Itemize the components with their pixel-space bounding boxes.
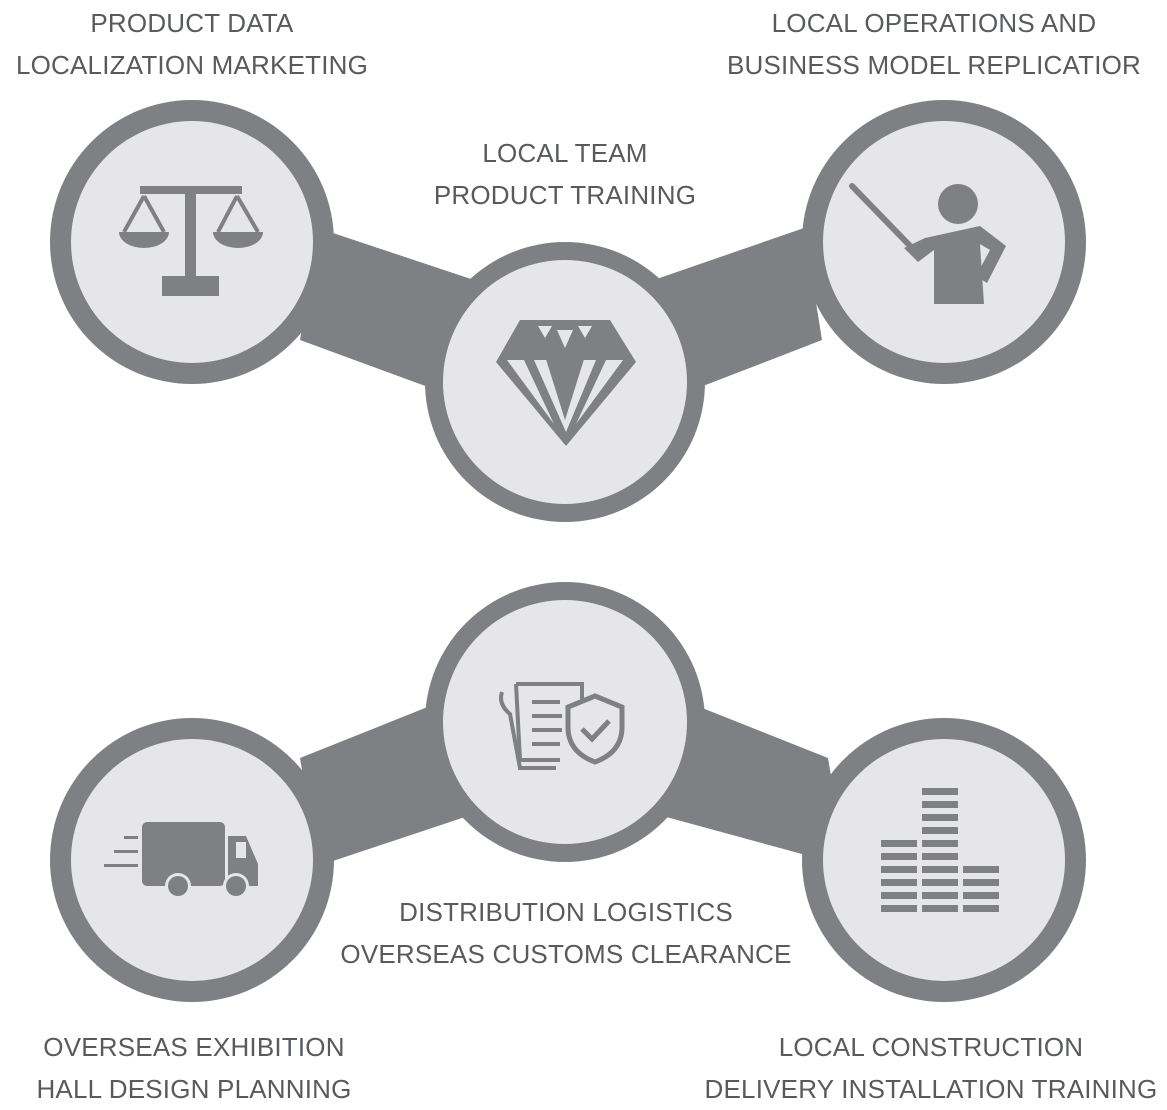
label-local-operations: LOCAL OPERATIONS AND BUSINESS MODEL REPL… <box>722 2 1146 86</box>
label-local-construction: LOCAL CONSTRUCTION DELIVERY INSTALLATION… <box>696 1026 1166 1110</box>
label-line: OVERSEAS EXHIBITION <box>43 1032 345 1062</box>
node-bottom-center <box>425 582 705 862</box>
label-line: DELIVERY INSTALLATION TRAINING <box>704 1074 1158 1104</box>
label-overseas-exhibition: OVERSEAS EXHIBITION HALL DESIGN PLANNING <box>12 1026 376 1110</box>
label-line: PRODUCT DATA <box>90 8 294 38</box>
label-line: BUSINESS MODEL REPLICATIOR <box>726 50 1142 80</box>
balance-scale-icon <box>119 186 263 296</box>
label-line: DISTRIBUTION LOGISTICS <box>399 897 733 927</box>
presenter-pointer-icon <box>849 183 1006 304</box>
label-line: LOCAL TEAM <box>482 138 648 168</box>
diamond-icon <box>496 320 636 446</box>
label-product-data: PRODUCT DATA LOCALIZATION MARKETING <box>6 2 378 86</box>
label-line: HALL DESIGN PLANNING <box>36 1074 352 1104</box>
label-line: LOCAL CONSTRUCTION <box>778 1032 1084 1062</box>
label-distribution-logistics: DISTRIBUTION LOGISTICS OVERSEAS CUSTOMS … <box>330 891 802 975</box>
document-shield-check-icon <box>499 682 625 770</box>
delivery-truck-icon <box>104 822 258 899</box>
label-line: PRODUCT TRAINING <box>433 180 697 210</box>
label-line: LOCAL OPERATIONS AND <box>771 8 1097 38</box>
label-local-team: LOCAL TEAM PRODUCT TRAINING <box>410 132 720 216</box>
label-line: OVERSEAS CUSTOMS CLEARANCE <box>340 939 792 969</box>
label-line: LOCALIZATION MARKETING <box>15 50 369 80</box>
stacked-bars-icon <box>881 788 999 912</box>
node-fill <box>443 600 687 844</box>
